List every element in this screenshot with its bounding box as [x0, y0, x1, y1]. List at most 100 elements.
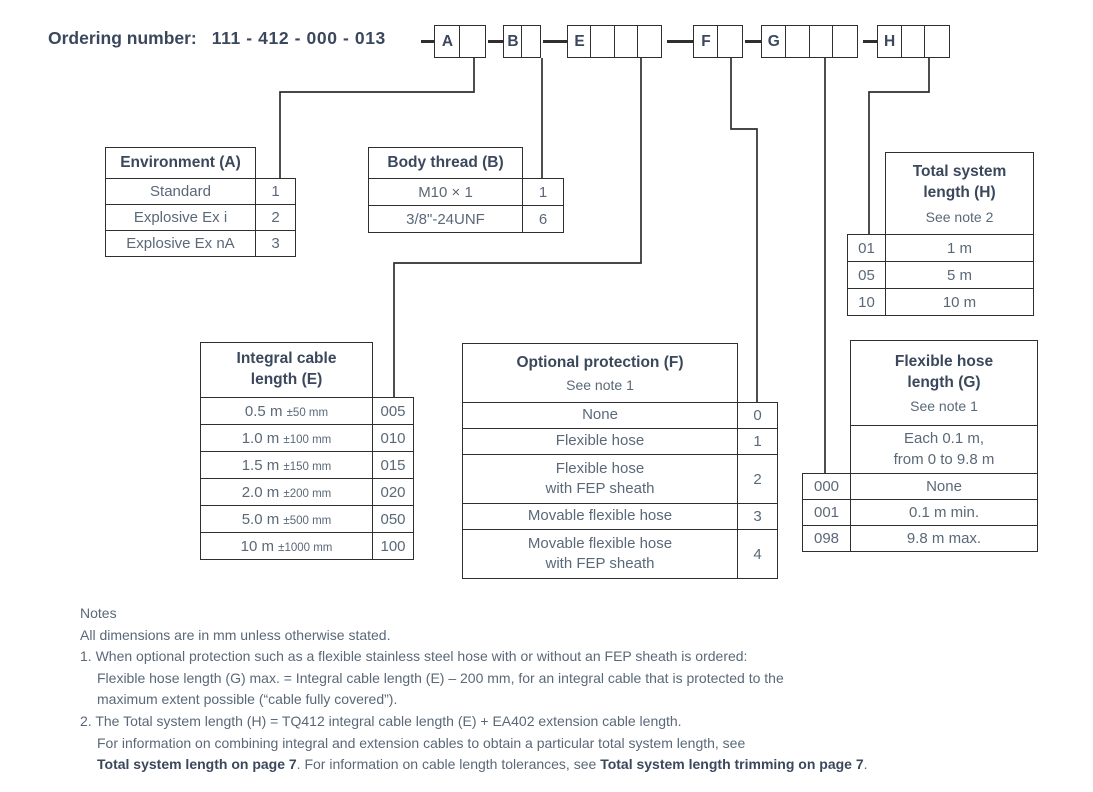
table-row: Standard 1 [105, 178, 296, 205]
option-code: 050 [372, 505, 414, 533]
option-code: 005 [372, 397, 414, 425]
note-2-line-2: For information on combining integral an… [97, 734, 746, 751]
option-code: 098 [802, 525, 851, 552]
table-subtitle: See note 2 [925, 208, 994, 225]
segment-letter-B: B [503, 25, 523, 58]
option-label: 0.5 m ±50 mm [200, 397, 373, 425]
option-label: 10 m [885, 288, 1034, 316]
table-row: 10 m ±1000 mm 100 [200, 532, 414, 560]
segment-letter-F: F [693, 25, 719, 58]
total-system-length-table: Total system length (H) See note 2 01 1 … [847, 152, 1034, 316]
option-code: 3 [255, 230, 296, 257]
option-label: 1.0 m ±100 mm [200, 424, 373, 452]
cross-reference: Total system length trimming on page 7 [600, 756, 864, 773]
option-label: 0.1 m min. [850, 499, 1038, 526]
table-row: 1.0 m ±100 mm 010 [200, 424, 414, 452]
option-code: 1 [737, 428, 778, 455]
option-label: 10 m ±1000 mm [200, 532, 373, 560]
segment-box-E: E [567, 25, 662, 58]
segment-blank-cell [636, 25, 662, 58]
option-label: M10 × 1 [368, 178, 523, 206]
option-label: 2.0 m ±200 mm [200, 478, 373, 506]
table-row: Explosive Ex nA 3 [105, 230, 296, 257]
option-code: 010 [372, 424, 414, 452]
ordering-number-line: Ordering number: 111 - 412 - 000 - 013 [48, 28, 386, 49]
flexible-hose-length-table: Flexible hose length (G) See note 1 Each… [802, 340, 1038, 552]
option-label: 3/8"-24UNF [368, 205, 523, 233]
option-code: 4 [737, 529, 778, 579]
integral-cable-length-table-title: Integral cable length (E) [200, 342, 373, 398]
table-row: 5.0 m ±500 mm 050 [200, 505, 414, 533]
flexible-hose-length-table-title: Flexible hose length (G) See note 1 [850, 340, 1038, 426]
option-code: 1 [522, 178, 564, 206]
option-label: Explosive Ex nA [105, 230, 256, 257]
option-code: 6 [522, 205, 564, 233]
option-code: 100 [372, 532, 414, 560]
environment-table: Environment (A) Standard 1 Explosive Ex … [105, 147, 296, 257]
option-label: None [462, 402, 738, 429]
notes-heading: Notes [80, 605, 117, 621]
table-row: Flexible hose 1 [462, 428, 778, 455]
segment-letter-A: A [434, 25, 461, 58]
notes-line: All dimensions are in mm unless otherwis… [80, 626, 391, 643]
option-code: 05 [847, 261, 886, 289]
optional-protection-table: Optional protection (F) See note 1 None … [462, 343, 778, 579]
segment-letter-G: G [761, 25, 787, 58]
segment-blank-cell [717, 25, 744, 58]
note-1-line-3: maximum extent possible (“cable fully co… [97, 691, 398, 708]
segment-box-G: G [761, 25, 858, 58]
table-row: 01 1 m [847, 234, 1034, 262]
segment-letter-E: E [567, 25, 592, 58]
option-code: 2 [255, 204, 296, 231]
option-label: None [850, 473, 1038, 500]
segment-blank-cell [808, 25, 835, 58]
segment-blank-cell [832, 25, 858, 58]
segment-blank-cell [590, 25, 616, 58]
option-label: 5.0 m ±500 mm [200, 505, 373, 533]
table-row: 05 5 m [847, 261, 1034, 289]
table-row: 1.5 m ±150 mm 015 [200, 451, 414, 479]
table-row: 001 0.1 m min. [802, 499, 1038, 526]
option-label: 1.5 m ±150 mm [200, 451, 373, 479]
option-label: Standard [105, 178, 256, 205]
option-label: 5 m [885, 261, 1034, 289]
ordering-label: Ordering number: [48, 28, 197, 48]
cross-reference: Total system length on page 7 [97, 756, 297, 773]
option-code: 2 [737, 454, 778, 504]
segment-box-B: B [503, 25, 542, 58]
note-1-line-2: Flexible hose length (G) max. = Integral… [97, 669, 784, 686]
integral-cable-length-table: Integral cable length (E) 0.5 m ±50 mm 0… [200, 342, 414, 560]
segment-blank-cell [459, 25, 487, 58]
table-row: M10 × 1 1 [368, 178, 564, 206]
option-label: 1 m [885, 234, 1034, 262]
range-note: Each 0.1 m,from 0 to 9.8 m [850, 425, 1038, 474]
option-code: 001 [802, 499, 851, 526]
ordering-number-value: 111 - 412 - 000 - 013 [211, 28, 386, 48]
option-code: 3 [737, 503, 778, 530]
optional-protection-table-title: Optional protection (F) See note 1 [462, 343, 738, 403]
segment-blank-cell [521, 25, 542, 58]
option-label: Explosive Ex i [105, 204, 256, 231]
option-label: Movable flexible hose [462, 503, 738, 530]
option-code: 015 [372, 451, 414, 479]
table-row: 098 9.8 m max. [802, 525, 1038, 552]
note-2-line-3: Total system length on page 7. For infor… [97, 756, 868, 773]
option-code: 000 [802, 473, 851, 500]
option-code: 10 [847, 288, 886, 316]
option-label: Flexible hose [462, 428, 738, 455]
table-row: 000 None [802, 473, 1038, 500]
segment-box-H: H [877, 25, 950, 58]
note-2-line-1: 2. The Total system length (H) = TQ412 i… [80, 712, 682, 729]
table-row: None 0 [462, 402, 778, 429]
segment-blank-cell [613, 25, 639, 58]
table-row: Movable flexible hose 3 [462, 503, 778, 530]
note-1-line-1: 1. When optional protection such as a fl… [80, 648, 748, 665]
option-code: 0 [737, 402, 778, 429]
segment-blank-cell [900, 25, 926, 58]
table-row: 2.0 m ±200 mm 020 [200, 478, 414, 506]
segment-blank-cell [924, 25, 950, 58]
